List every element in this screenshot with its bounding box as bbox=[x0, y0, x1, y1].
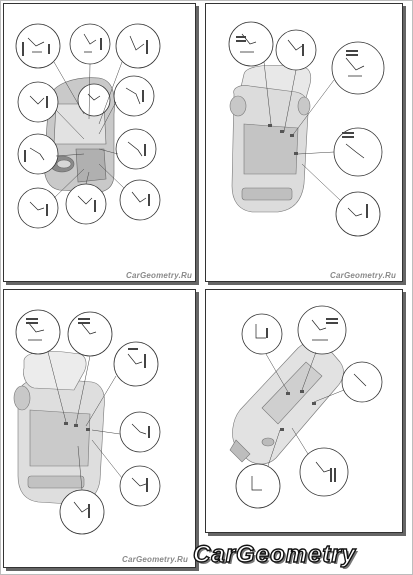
callout-1 bbox=[241, 313, 283, 355]
vehicle-side-view bbox=[13, 350, 105, 505]
callout-label-marks bbox=[266, 318, 338, 482]
callout-3 bbox=[331, 41, 385, 95]
callout-2 bbox=[297, 305, 347, 355]
callout-circles bbox=[15, 23, 161, 229]
vehicle-diagonal-view bbox=[229, 341, 344, 465]
callout-7 bbox=[17, 133, 59, 175]
page-3-diagram bbox=[13, 309, 161, 535]
callout-glyphs bbox=[251, 319, 367, 491]
callout-1 bbox=[15, 23, 61, 69]
leader-lines bbox=[47, 351, 123, 491]
callout-label-marks bbox=[26, 318, 150, 518]
callout-glyphs bbox=[27, 33, 147, 211]
leader-lines bbox=[53, 61, 125, 199]
watermark-page-3: CarGeometry.Ru bbox=[122, 555, 189, 564]
callout-circles bbox=[228, 21, 385, 237]
callout-9 bbox=[17, 187, 59, 229]
callout-3 bbox=[115, 23, 161, 69]
page-4-diagram bbox=[229, 305, 383, 509]
callout-label-marks bbox=[236, 36, 368, 218]
vehicle-rear-view bbox=[229, 64, 312, 213]
cargeometry-logo: CarGeometry bbox=[192, 540, 357, 568]
callout-4 bbox=[333, 127, 383, 177]
leader-lines bbox=[265, 351, 345, 467]
callout-1 bbox=[15, 309, 61, 355]
callout-6 bbox=[115, 128, 157, 170]
page-1-diagram bbox=[15, 23, 161, 229]
callout-5 bbox=[17, 81, 59, 123]
measurement-points bbox=[64, 422, 90, 431]
callout-glyphs bbox=[27, 321, 147, 513]
page-2-diagram bbox=[228, 21, 385, 237]
watermark-page-2: CarGeometry.Ru bbox=[330, 271, 397, 280]
callout-4 bbox=[235, 463, 281, 509]
measurement-points bbox=[280, 390, 316, 431]
leader-lines bbox=[263, 61, 341, 201]
watermark-page-1: CarGeometry.Ru bbox=[126, 271, 193, 280]
callout-8 bbox=[119, 179, 161, 221]
diagram-page-2[interactable]: CarGeometry.Ru bbox=[205, 3, 403, 282]
callout-4 bbox=[113, 75, 155, 117]
diagram-page-3[interactable]: CarGeometry.Ru bbox=[3, 289, 196, 568]
callout-5 bbox=[335, 191, 381, 237]
diagram-page-1[interactable]: CarGeometry.Ru bbox=[3, 3, 196, 282]
diagram-page-4[interactable] bbox=[205, 289, 403, 533]
callout-glyphs bbox=[240, 33, 365, 217]
callout-label-marks bbox=[22, 38, 150, 216]
measurement-points bbox=[268, 124, 298, 155]
